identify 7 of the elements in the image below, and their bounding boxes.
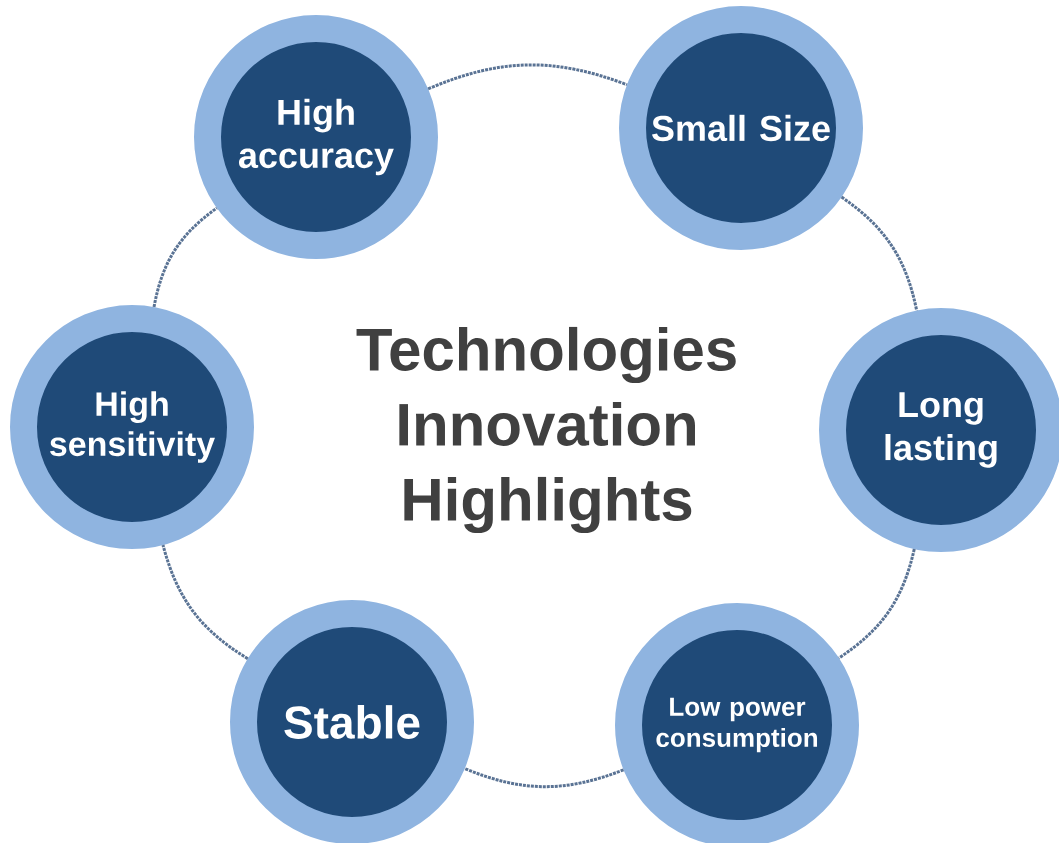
dotted-connector — [427, 63, 628, 91]
dotted-connector — [161, 544, 249, 660]
dotted-connector — [152, 206, 218, 308]
title: Technologies Innovation Highlights — [356, 326, 736, 534]
dotted-connector — [840, 195, 919, 311]
dotted-connector — [838, 548, 916, 660]
dotted-connector — [464, 767, 625, 789]
